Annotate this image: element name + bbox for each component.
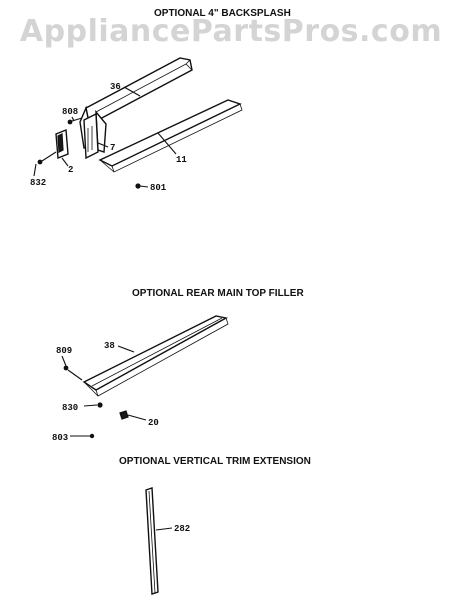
end-clip-part (55, 128, 69, 160)
callout-7: 7 (110, 143, 115, 153)
rear-filler-assembly: 38 809 830 20 803 (52, 315, 229, 443)
callout-20: 20 (148, 418, 159, 428)
leader-2 (61, 157, 69, 167)
callout-803: 803 (52, 433, 68, 443)
callout-2: 2 (68, 165, 73, 175)
leader-808 (71, 116, 75, 122)
backsplash-title: OPTIONAL 4" BACKSPLASH (154, 8, 291, 19)
trim-extension-title: OPTIONAL VERTICAL TRIM EXTENSION (119, 456, 311, 467)
screw-830 (83, 402, 103, 408)
bracket-part (83, 112, 99, 160)
leader-7 (97, 142, 109, 148)
filler-strip-part (82, 315, 229, 397)
callout-282: 282 (174, 524, 190, 534)
callout-832: 832 (30, 178, 46, 188)
screw-832 (37, 151, 57, 165)
leader-282 (155, 527, 173, 531)
rear-filler-title: OPTIONAL REAR MAIN TOP FILLER (132, 288, 304, 299)
backsplash-assembly: 36 808 7 11 2 832 801 (30, 57, 243, 193)
callout-11: 11 (176, 155, 187, 165)
leader-38 (117, 345, 135, 353)
leader-11 (157, 132, 177, 155)
leader-36 (123, 86, 141, 97)
leader-832 (33, 163, 37, 177)
callout-36: 36 (110, 82, 121, 92)
trim-strip-part (98, 99, 243, 173)
clip-20 (119, 410, 147, 421)
callout-809: 809 (56, 346, 72, 356)
callout-801: 801 (150, 183, 167, 193)
callout-38: 38 (104, 341, 115, 351)
screw-809 (61, 355, 83, 381)
screw-801 (135, 183, 149, 189)
vertical-trim-part (145, 487, 159, 595)
callout-830: 830 (62, 403, 78, 413)
trim-extension-assembly: 282 (145, 487, 190, 595)
screw-803 (70, 433, 95, 439)
callout-808: 808 (62, 107, 78, 117)
